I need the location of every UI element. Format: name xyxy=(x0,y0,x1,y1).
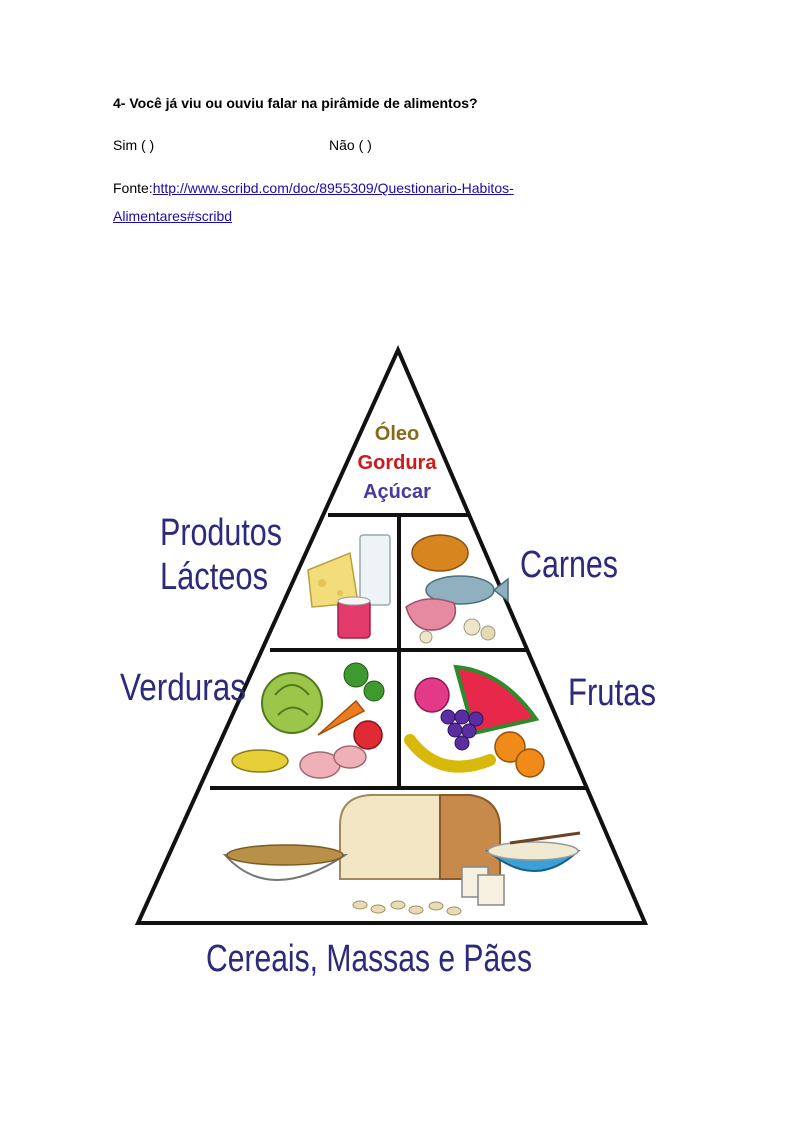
milk-glass-icon xyxy=(359,534,391,606)
food-pyramid: Óleo Gordura Açúcar xyxy=(110,345,670,995)
label-vegetables: Verduras xyxy=(120,667,246,709)
option-yes[interactable]: Sim ( ) xyxy=(113,137,155,153)
question-title: 4- Você já viu ou ouviu falar na pirâmid… xyxy=(113,95,478,111)
label-fruits: Frutas xyxy=(568,672,656,714)
food-pyramid-graphic: Óleo Gordura Açúcar xyxy=(120,345,656,980)
banana-icon xyxy=(404,734,496,773)
label-dairy-line1: Produtos xyxy=(160,512,282,554)
grains-illustration xyxy=(222,794,581,916)
source-link-line2: Alimentares#scribd xyxy=(113,208,233,224)
grapes-icon xyxy=(440,709,484,751)
rice-grains-icon xyxy=(352,900,462,916)
label-sugar: Açúcar xyxy=(363,481,431,503)
label-dairy-line2: Lácteos xyxy=(160,556,268,598)
fruits-illustration xyxy=(404,664,545,778)
dairy-illustration xyxy=(307,534,391,639)
pyramid-outline xyxy=(134,345,649,925)
yogurt-icon xyxy=(337,599,371,639)
source-link[interactable]: http://www.scribd.com/doc/8955309/Questi… xyxy=(113,180,514,224)
broccoli-icon xyxy=(343,662,369,688)
label-grains: Cereais, Massas e Pães xyxy=(206,938,532,980)
label-oil: Óleo xyxy=(375,421,419,445)
label-fat: Gordura xyxy=(358,452,438,474)
option-no[interactable]: Não ( ) xyxy=(329,137,372,153)
apple-icon xyxy=(414,677,450,713)
source-link-line1: http://www.scribd.com/doc/8955309/Questi… xyxy=(152,180,514,196)
carrot-icon xyxy=(317,699,366,736)
ham-icon xyxy=(405,598,457,631)
label-meat: Carnes xyxy=(520,544,618,586)
tomato-icon xyxy=(353,720,383,750)
source-prefix: Fonte: xyxy=(113,180,153,196)
vegetables-illustration xyxy=(231,662,385,779)
chicken-icon xyxy=(411,534,469,572)
orange-icon xyxy=(494,731,526,763)
lettuce-icon xyxy=(261,672,323,734)
source-reference: Fonte:http://www.scribd.com/doc/8955309/… xyxy=(113,174,613,230)
corn-icon xyxy=(231,749,289,773)
meat-illustration xyxy=(405,534,509,644)
